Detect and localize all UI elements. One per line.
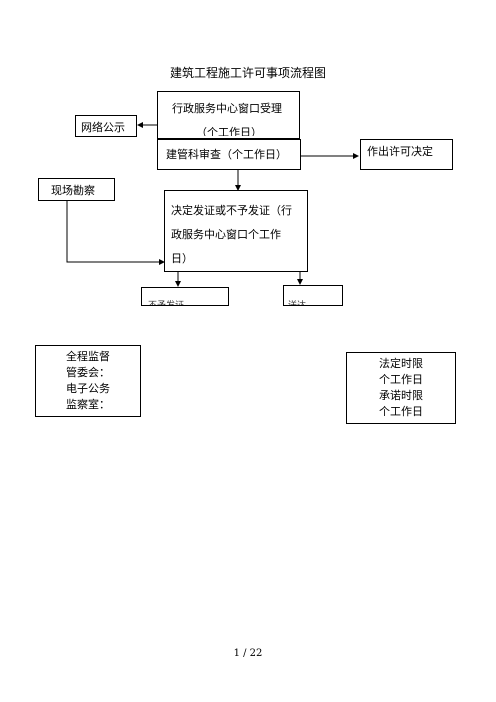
supervision-box: 全程监督 管委会： 电子公务 监察室： (35, 345, 141, 417)
window-accept-duration: （个工作日） (196, 126, 262, 136)
site-survey-box: 现场勘察 (38, 178, 115, 201)
window-accept-box: 行政服务中心窗口受理 （个工作日） (157, 91, 300, 139)
network-publicity-box: 网络公示 (75, 115, 137, 137)
time-limits-line-1: 法定时限 (379, 357, 423, 370)
supervision-line-2: 管委会： (66, 366, 110, 379)
supervision-line-3: 电子公务 (66, 382, 110, 395)
permit-decision-box: 作出许可决定 (360, 139, 453, 170)
decision-line-3: 日） (171, 252, 193, 265)
result-left-box: 不予发证 (141, 287, 229, 306)
time-limits-line-2: 个工作日 (379, 373, 423, 386)
decision-line-2: 政服务中心窗口个工作 (171, 228, 281, 241)
time-limits-line-4: 个工作日 (379, 405, 423, 418)
review-label: 建管科审查（个工作日） (166, 148, 287, 161)
supervision-line-4: 监察室： (66, 398, 110, 411)
result-left-label: 不予发证 (148, 301, 185, 306)
supervision-line-1: 全程监督 (66, 350, 110, 363)
review-box: 建管科审查（个工作日） (157, 139, 301, 170)
result-right-box: 送达 (283, 285, 343, 306)
arrow-site-survey-to-decision (66, 201, 165, 265)
decision-box: 决定发证或不予发证（行 政服务中心窗口个工作 日） (164, 190, 308, 272)
page-number: 1 / 22 (233, 648, 263, 659)
result-right-label: 送达 (288, 301, 307, 306)
time-limits-line-3: 承诺时限 (379, 389, 423, 402)
time-limits-box: 法定时限 个工作日 承诺时限 个工作日 (346, 352, 456, 424)
window-accept-label: 行政服务中心窗口受理 (172, 102, 282, 115)
decision-line-1: 决定发证或不予发证（行 (171, 204, 292, 217)
flowchart-title: 建筑工程施工许可事项流程图 (169, 66, 326, 80)
